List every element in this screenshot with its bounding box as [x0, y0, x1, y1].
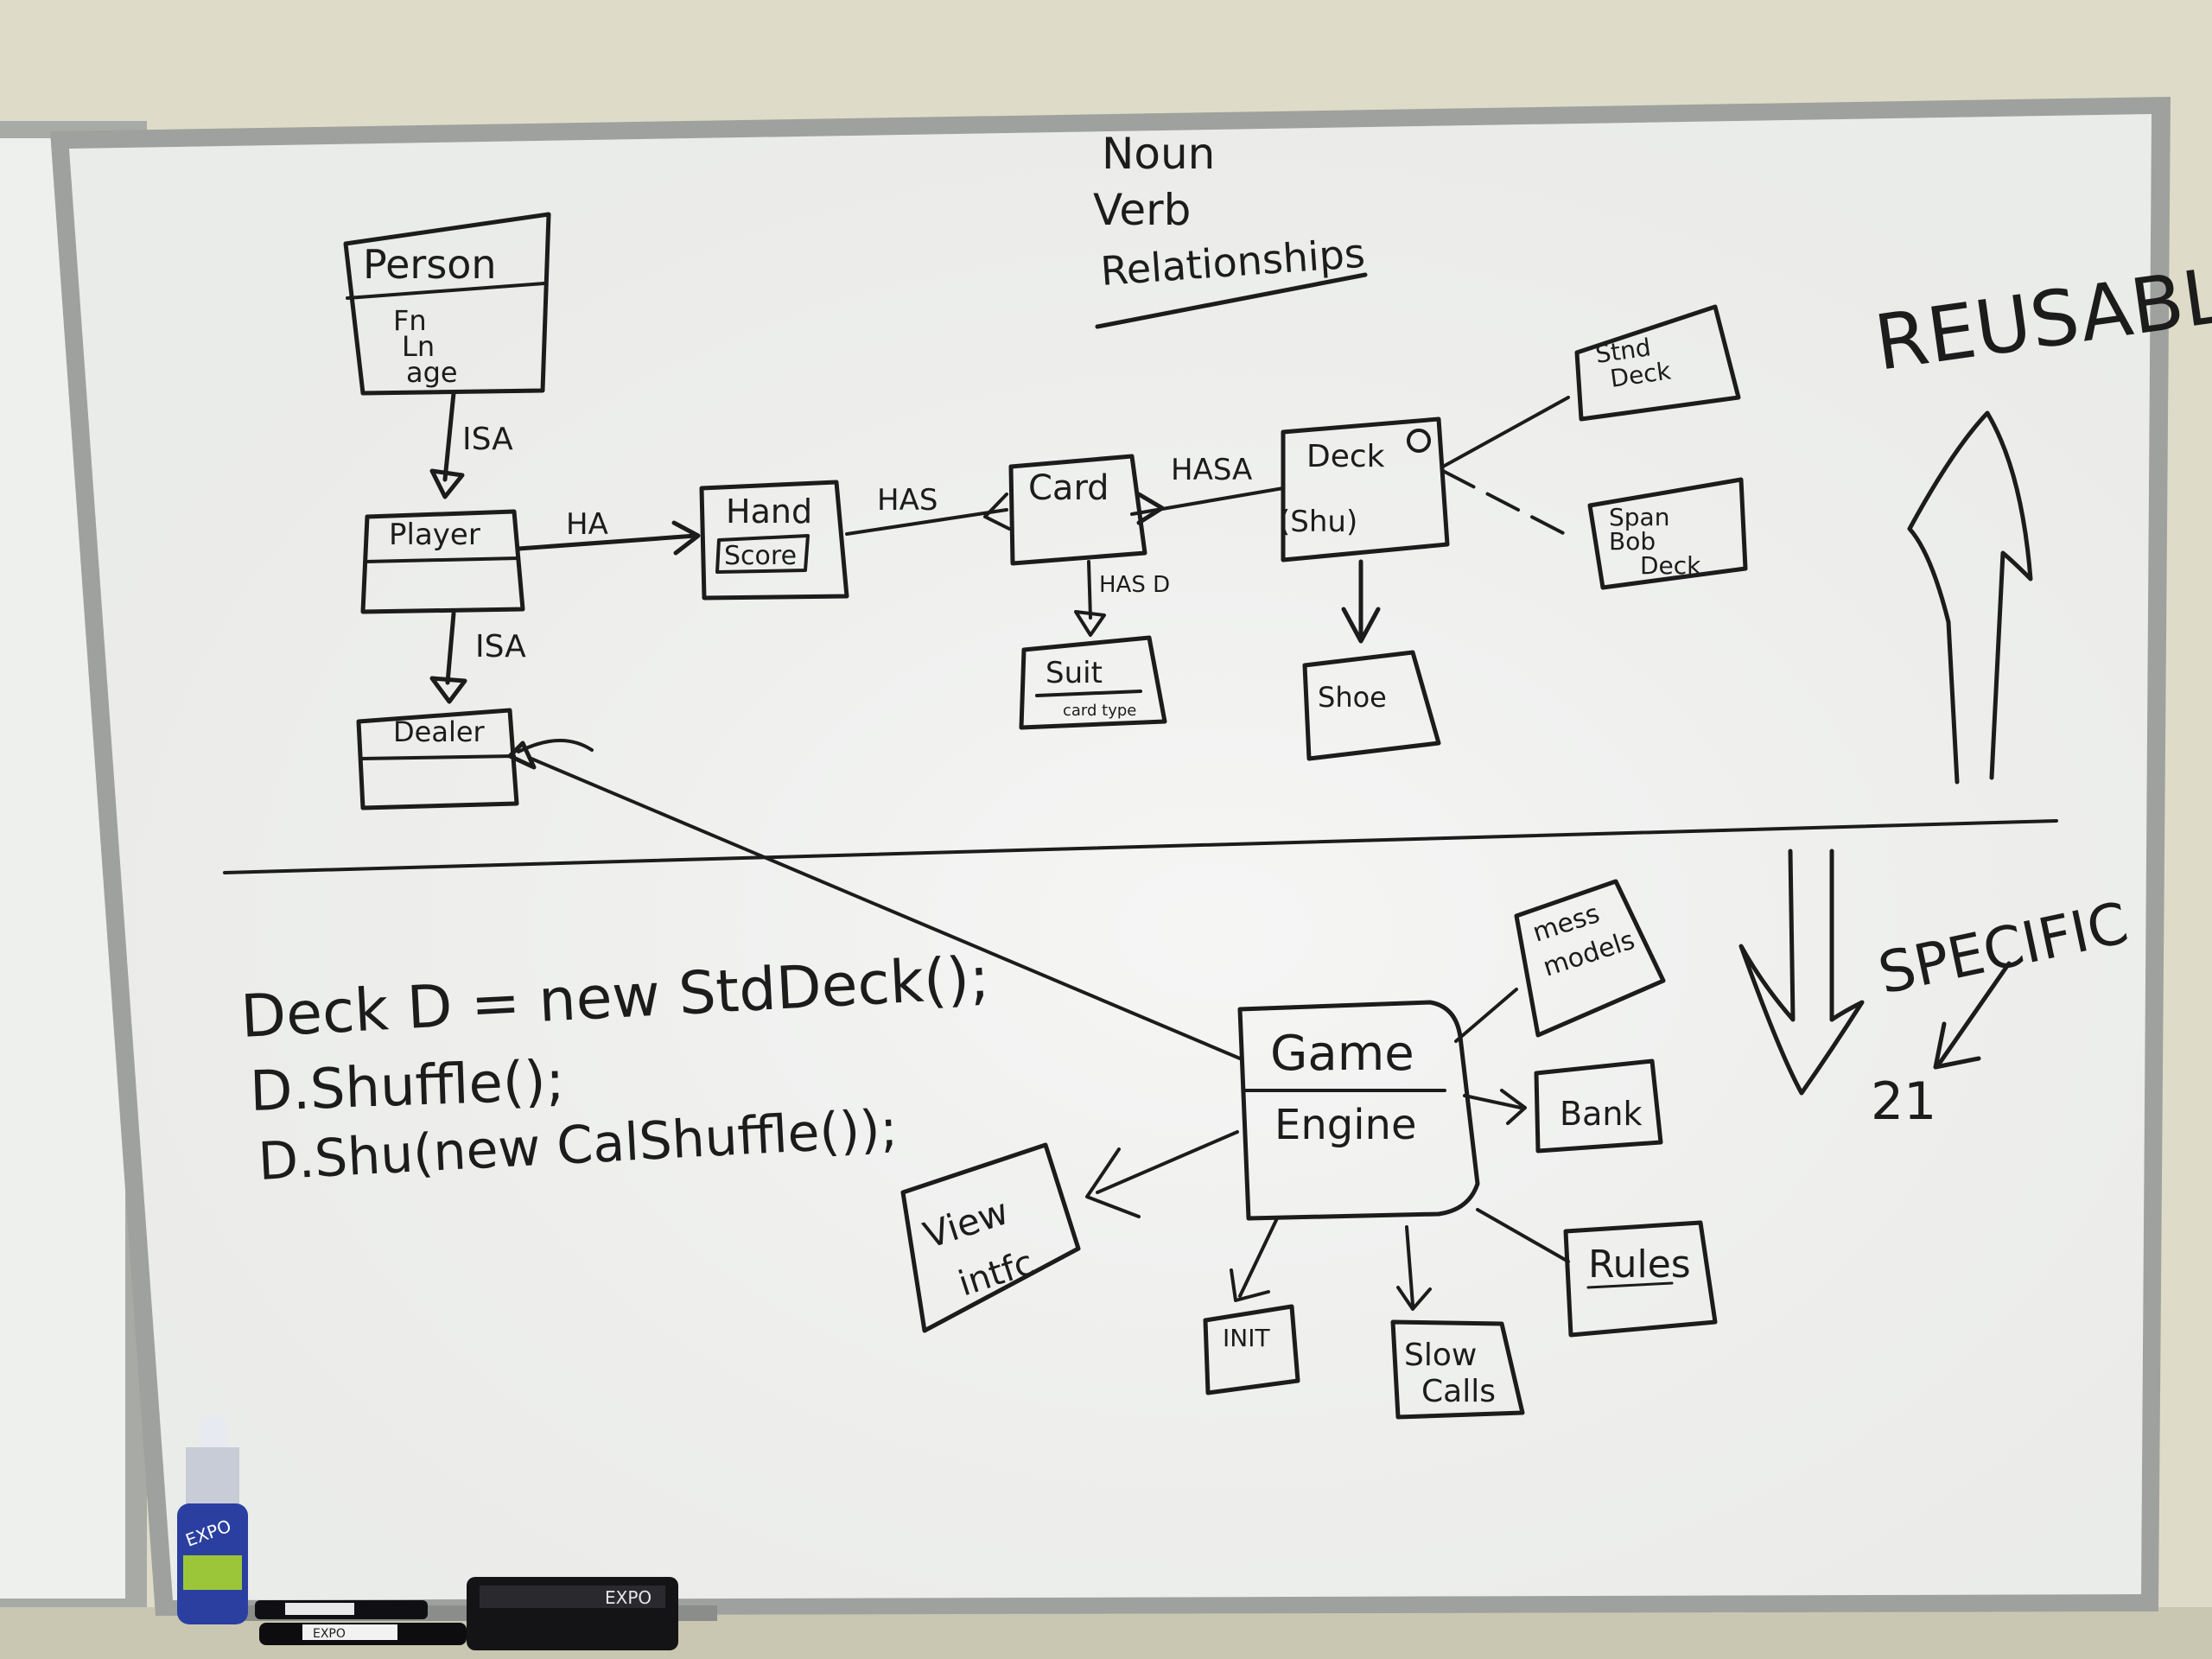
slow-line2: Calls — [1421, 1374, 1496, 1409]
engine-init-arrow — [1230, 1217, 1279, 1302]
suit-sub: card type — [1063, 702, 1136, 720]
hand-title: Hand — [726, 493, 812, 531]
card-title: Card — [1028, 468, 1109, 508]
divider-line — [223, 819, 2058, 874]
deck-class: Deck (Shu) — [1279, 396, 1570, 563]
person-attr-fn: Fn — [393, 304, 427, 337]
engine-sub: Engine — [1274, 1101, 1417, 1149]
bank-label: Bank — [1560, 1095, 1642, 1133]
span-deck-line3: Deck — [1640, 551, 1701, 580]
suit-title: Suit — [1046, 656, 1103, 690]
engine-slow-arrow — [1396, 1225, 1432, 1311]
deck-title: Deck — [1306, 439, 1385, 474]
hasa-arrow-card-deck: HASA — [1130, 453, 1285, 525]
slow-calls-box: Slow Calls — [1390, 1319, 1525, 1420]
init-label: INIT — [1223, 1324, 1270, 1352]
init-box: INIT — [1203, 1304, 1300, 1395]
word-noun: Noun — [1102, 129, 1215, 179]
ha-arrow-player-hand: HA — [516, 507, 701, 556]
card-class: Card — [1008, 454, 1147, 566]
word-verb: Verb — [1093, 185, 1191, 235]
hasd-arrow-card-suit: HAS D — [1074, 560, 1170, 637]
person-attr-age: age — [406, 356, 458, 389]
slow-line1: Slow — [1404, 1338, 1477, 1373]
whiteboard — [50, 97, 2171, 1616]
span-deck-class: Span Bob Deck — [1587, 477, 1748, 590]
eraser: EXPO — [467, 1577, 678, 1650]
person-attr-ln: Ln — [402, 330, 435, 363]
cleaner-bottle: EXPO — [177, 1417, 248, 1624]
engine-bank-arrow — [1463, 1089, 1527, 1125]
marker-label: EXPO — [313, 1627, 346, 1641]
ha-label: HA — [566, 507, 608, 542]
rules-box: Rules — [1563, 1220, 1718, 1338]
engine-title: Game — [1270, 1026, 1414, 1082]
engine-view-arrow — [1085, 1130, 1239, 1218]
rules-label: Rules — [1588, 1243, 1691, 1287]
isa-arrow-player-dealer: ISA — [429, 611, 526, 704]
isa-arrow-person-player: ISA — [429, 391, 513, 499]
shoe-class: Shoe — [1302, 650, 1441, 761]
has-label: HAS — [877, 483, 938, 518]
person-title: Person — [363, 241, 497, 288]
hand-class: Hand Score — [699, 480, 849, 601]
suit-class: Suit card type — [1019, 635, 1167, 730]
bank-box: Bank — [1534, 1058, 1663, 1154]
hand-field: Score — [724, 541, 797, 571]
person-class: Person Fn Ln age — [343, 212, 551, 396]
deck-shoe-arrow — [1341, 559, 1381, 644]
engine-mess-line — [1454, 988, 1518, 1043]
std-deck-class: Stnd Deck — [1574, 304, 1741, 422]
player-class: Player — [360, 509, 525, 614]
shoe-title: Shoe — [1318, 681, 1387, 714]
has-arrow-hand-card: HAS — [845, 483, 1011, 536]
num-label: 21 — [1871, 1071, 1936, 1132]
code-line-2: D.Shuffle(); — [249, 1049, 565, 1124]
span-deck-line1: Span — [1609, 503, 1669, 531]
dealer-class: Dealer — [356, 708, 594, 810]
span-deck-line2: Bob — [1609, 527, 1656, 556]
markers: EXPO — [255, 1600, 467, 1645]
isa-label-1: ISA — [462, 422, 513, 457]
hasa-label: HASA — [1171, 453, 1252, 487]
game-engine: Game Engine — [1237, 1000, 1480, 1221]
dealer-title: Dealer — [393, 715, 486, 748]
engine-rules-line — [1476, 1208, 1570, 1263]
eraser-label: EXPO — [605, 1587, 652, 1608]
player-title: Player — [389, 518, 480, 552]
deck-method: (Shu) — [1279, 505, 1357, 539]
engine-dealer-arrow — [530, 757, 1242, 1060]
hasd-label: HAS D — [1099, 572, 1170, 598]
isa-label-2: ISA — [475, 629, 526, 664]
